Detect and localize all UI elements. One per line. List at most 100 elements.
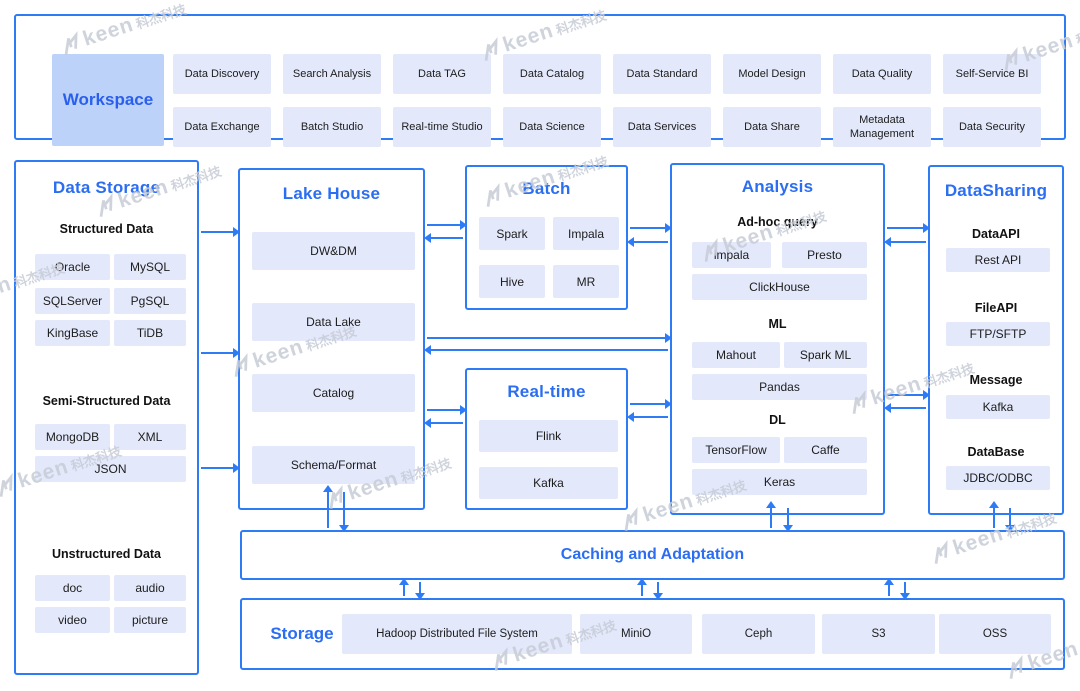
module-data-discovery: Data Discovery [173,54,271,94]
module-data-tag: Data TAG [393,54,491,94]
arrow-batch-to-lakehouse [424,233,463,243]
arrow-analysis-to-sharing-2 [887,390,930,400]
ml-label: ML [768,317,787,331]
chip-tensorflow: TensorFlow [692,437,780,463]
arrow-analysis-to-sharing-1 [887,223,930,233]
arrow-caching-to-lakehouse [323,485,333,528]
module-metadata-management: Metadata Management [833,107,931,147]
chip-jdbc-odbc: JDBC/ODBC [946,466,1050,490]
chip-impala-analysis: impala [692,242,771,268]
arrow-lakehouse-to-caching [339,492,349,532]
analysis-title: Analysis [741,177,814,196]
arrow-storage-to-lakehouse-1 [201,227,240,237]
workspace-module-grid: Data Discovery Search Analysis Data TAG … [173,54,1041,147]
chip-dw-dm: DW&DM [252,232,415,270]
database-label: DataBase [967,445,1025,459]
arrow-storage-to-lakehouse-2 [201,348,240,358]
arrow-analysis-to-realtime [627,412,668,422]
chip-data-lake: Data Lake [252,303,415,341]
chip-presto: Presto [782,242,867,268]
panel-batch: Batch Spark Impala Hive MR [465,165,628,310]
chip-keras: Keras [692,469,867,495]
chip-spark-ml: Spark ML [784,342,867,368]
arrow-sharing-to-caching [1005,508,1015,532]
dl-label: DL [769,413,786,427]
arrow-analysis-to-lakehouse [424,345,668,355]
panel-analysis: Analysis Ad-hoc query impala Presto Clic… [670,163,885,515]
workspace-band: Workspace Data Discovery Search Analysis… [14,14,1066,147]
dataapi-label: DataAPI [972,227,1020,241]
chip-picture: picture [114,607,186,633]
chip-clickhouse: ClickHouse [692,274,867,300]
arrow-caching-to-storage-1 [415,582,425,600]
module-self-service-bi: Self-Service BI [943,54,1041,94]
arrow-caching-to-analysis [766,501,776,528]
panel-caching: Caching and Adaptation [240,530,1065,580]
chip-ceph: Ceph [702,614,815,654]
workspace-box: Workspace [52,54,164,146]
lake-house-title: Lake House [282,184,381,203]
semi-structured-data-label: Semi-Structured Data [42,394,171,408]
caching-title: Caching and Adaptation [560,546,745,563]
panel-storage: Storage Hadoop Distributed File System M… [240,598,1065,670]
chip-pandas: Pandas [692,374,867,400]
arrow-storage-to-caching-2 [637,578,647,596]
data-storage-title: Data Storage [52,178,161,197]
panel-data-sharing: DataSharing DataAPI Rest API FileAPI FTP… [928,165,1064,515]
data-sharing-title: DataSharing [944,181,1048,200]
chip-tidb: TiDB [114,320,186,346]
unstructured-data-label: Unstructured Data [51,547,162,561]
realtime-title: Real-time [507,382,586,401]
chip-spark: Spark [479,217,545,250]
chip-sqlserver: SQLServer [35,288,110,314]
structured-data-label: Structured Data [59,222,154,236]
chip-caffe: Caffe [784,437,867,463]
chip-ftp-sftp: FTP/SFTP [946,322,1050,346]
module-data-catalog: Data Catalog [503,54,601,94]
arrow-analysis-to-batch [627,237,668,247]
workspace-title: Workspace [62,90,154,109]
module-data-security: Data Security [943,107,1041,147]
module-data-quality: Data Quality [833,54,931,94]
module-data-exchange: Data Exchange [173,107,271,147]
message-label: Message [969,373,1023,387]
chip-pgsql: PgSQL [114,288,186,314]
chip-doc: doc [35,575,110,601]
chip-kafka-sharing: Kafka [946,395,1050,419]
panel-data-storage: Data Storage Structured Data Oracle MySQ… [14,160,199,675]
arrow-sharing-to-analysis-2 [884,403,926,413]
chip-xml: XML [114,424,186,450]
module-data-share: Data Share [723,107,821,147]
arrow-realtime-to-lakehouse [424,418,463,428]
chip-kafka: Kafka [479,467,618,499]
chip-minio: MiniO [580,614,692,654]
chip-mongodb: MongoDB [35,424,110,450]
arrow-analysis-to-caching [783,508,793,532]
chip-catalog: Catalog [252,374,415,412]
chip-json: JSON [35,456,186,482]
module-realtime-studio: Real-time Studio [393,107,491,147]
module-search-analysis: Search Analysis [283,54,381,94]
arrow-storage-to-caching-3 [884,578,894,596]
chip-video: video [35,607,110,633]
chip-audio: audio [114,575,186,601]
chip-mr: MR [553,265,619,298]
arrow-lakehouse-to-batch [427,220,467,230]
chip-mysql: MySQL [114,254,186,280]
module-batch-studio: Batch Studio [283,107,381,147]
arrow-realtime-to-analysis [630,399,672,409]
arrow-storage-to-lakehouse-3 [201,463,240,473]
fileapi-label: FileAPI [974,301,1018,315]
batch-title: Batch [522,179,571,198]
arrow-lakehouse-to-realtime [427,405,467,415]
adhoc-query-label: Ad-hoc query [737,215,818,229]
module-data-services: Data Services [613,107,711,147]
chip-hdfs: Hadoop Distributed File System [342,614,572,654]
chip-schema-format: Schema/Format [252,446,415,484]
chip-impala: Impala [553,217,619,250]
arrow-caching-to-storage-3 [900,582,910,600]
arrow-batch-to-analysis [630,223,672,233]
arrow-caching-to-sharing [989,501,999,528]
storage-title: Storage [270,624,334,643]
